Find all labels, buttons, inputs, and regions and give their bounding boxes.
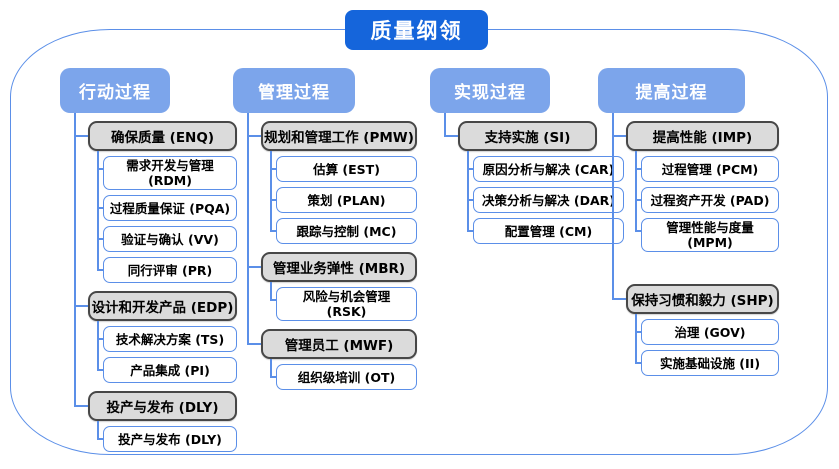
node-pi: 产品集成 (PI): [88, 352, 237, 383]
node-dly: 投产与发布 (DLY): [88, 421, 237, 452]
node-box-ot: 组织级培训 (OT): [276, 364, 417, 390]
group-si: 支持实施 (SI) 原因分析与解决 (CAR) 决策分析与解决 (DAR) 配置…: [430, 113, 624, 244]
node-box-vv: 验证与确认 (VV): [103, 226, 237, 252]
node-box-gov: 治理 (GOV): [641, 319, 779, 345]
node-box-ts: 技术解决方案 (TS): [103, 326, 237, 352]
column-action-process: 行动过程 确保质量 (ENQ) 需求开发与管理 (RDM) 过程质量保证 (PQ…: [60, 68, 237, 452]
node-box-car: 原因分析与解决 (CAR): [473, 156, 624, 182]
group-imp: 提高性能 (IMP) 过程管理 (PCM) 过程资产开发 (PAD) 管理性能与…: [598, 113, 779, 252]
header-management-process: 管理过程: [233, 68, 355, 113]
node-ts: 技术解决方案 (TS): [88, 321, 237, 352]
column-management-process: 管理过程 规划和管理工作 (PMW) 估算 (EST) 策划 (PLAN) 跟踪…: [233, 68, 417, 390]
node-box-cm: 配置管理 (CM): [473, 218, 624, 244]
node-rsk: 风险与机会管理 (RSK): [261, 282, 417, 321]
node-pqa: 过程质量保证 (PQA): [88, 190, 237, 221]
node-box-pi: 产品集成 (PI): [103, 357, 237, 383]
node-box-rsk: 风险与机会管理 (RSK): [276, 287, 417, 321]
node-ii: 实施基础设施 (II): [626, 345, 779, 376]
node-box-pqa: 过程质量保证 (PQA): [103, 195, 237, 221]
node-mc: 跟踪与控制 (MC): [261, 213, 417, 244]
group-box-pmw: 规划和管理工作 (PMW): [261, 121, 417, 151]
group-enq: 确保质量 (ENQ) 需求开发与管理 (RDM) 过程质量保证 (PQA) 验证…: [60, 113, 237, 283]
group-box-imp: 提高性能 (IMP): [626, 121, 779, 151]
node-plan: 策划 (PLAN): [261, 182, 417, 213]
node-gov: 治理 (GOV): [626, 314, 779, 345]
group-box-dly: 投产与发布 (DLY): [88, 391, 237, 421]
node-box-mpm: 管理性能与度量 (MPM): [641, 218, 779, 252]
node-car: 原因分析与解决 (CAR): [458, 151, 624, 182]
node-mpm: 管理性能与度量 (MPM): [626, 213, 779, 252]
node-rdm: 需求开发与管理 (RDM): [88, 151, 237, 190]
column-realization-process: 实现过程 支持实施 (SI) 原因分析与解决 (CAR) 决策分析与解决 (DA…: [430, 68, 624, 244]
group-dly: 投产与发布 (DLY) 投产与发布 (DLY): [60, 383, 237, 452]
node-box-pad: 过程资产开发 (PAD): [641, 187, 779, 213]
group-box-si: 支持实施 (SI): [458, 121, 597, 151]
node-ot: 组织级培训 (OT): [261, 359, 417, 390]
group-mbr: 管理业务弹性 (MBR) 风险与机会管理 (RSK): [233, 244, 417, 321]
column-groups: 规划和管理工作 (PMW) 估算 (EST) 策划 (PLAN) 跟踪与控制 (…: [233, 113, 417, 390]
group-box-mwf: 管理员工 (MWF): [261, 329, 417, 359]
node-box-est: 估算 (EST): [276, 156, 417, 182]
node-box-plan: 策划 (PLAN): [276, 187, 417, 213]
group-mwf: 管理员工 (MWF) 组织级培训 (OT): [233, 321, 417, 390]
node-box-dly: 投产与发布 (DLY): [103, 426, 237, 452]
node-box-ii: 实施基础设施 (II): [641, 350, 779, 376]
header-improvement-process: 提高过程: [598, 68, 745, 113]
group-box-edp: 设计和开发产品 (EDP): [88, 291, 237, 321]
node-box-dar: 决策分析与解决 (DAR): [473, 187, 624, 213]
node-vv: 验证与确认 (VV): [88, 221, 237, 252]
group-shp: 保持习惯和毅力 (SHP) 治理 (GOV) 实施基础设施 (II): [598, 252, 779, 376]
header-realization-process: 实现过程: [430, 68, 550, 113]
group-box-shp: 保持习惯和毅力 (SHP): [626, 284, 779, 314]
column-groups: 提高性能 (IMP) 过程管理 (PCM) 过程资产开发 (PAD) 管理性能与…: [598, 113, 779, 376]
node-box-mc: 跟踪与控制 (MC): [276, 218, 417, 244]
group-box-mbr: 管理业务弹性 (MBR): [261, 252, 417, 282]
group-box-enq: 确保质量 (ENQ): [88, 121, 237, 151]
column-groups: 支持实施 (SI) 原因分析与解决 (CAR) 决策分析与解决 (DAR) 配置…: [430, 113, 624, 244]
column-groups: 确保质量 (ENQ) 需求开发与管理 (RDM) 过程质量保证 (PQA) 验证…: [60, 113, 237, 452]
node-pcm: 过程管理 (PCM): [626, 151, 779, 182]
node-box-pr: 同行评审 (PR): [103, 257, 237, 283]
node-cm: 配置管理 (CM): [458, 213, 624, 244]
diagram-title: 质量纲领: [345, 10, 488, 50]
node-dar: 决策分析与解决 (DAR): [458, 182, 624, 213]
group-edp: 设计和开发产品 (EDP) 技术解决方案 (TS) 产品集成 (PI): [60, 283, 237, 383]
node-pr: 同行评审 (PR): [88, 252, 237, 283]
node-est: 估算 (EST): [261, 151, 417, 182]
column-improvement-process: 提高过程 提高性能 (IMP) 过程管理 (PCM) 过程资产开发 (PAD) …: [598, 68, 779, 376]
node-pad: 过程资产开发 (PAD): [626, 182, 779, 213]
node-box-rdm: 需求开发与管理 (RDM): [103, 156, 237, 190]
group-pmw: 规划和管理工作 (PMW) 估算 (EST) 策划 (PLAN) 跟踪与控制 (…: [233, 113, 417, 244]
header-action-process: 行动过程: [60, 68, 170, 113]
node-box-pcm: 过程管理 (PCM): [641, 156, 779, 182]
